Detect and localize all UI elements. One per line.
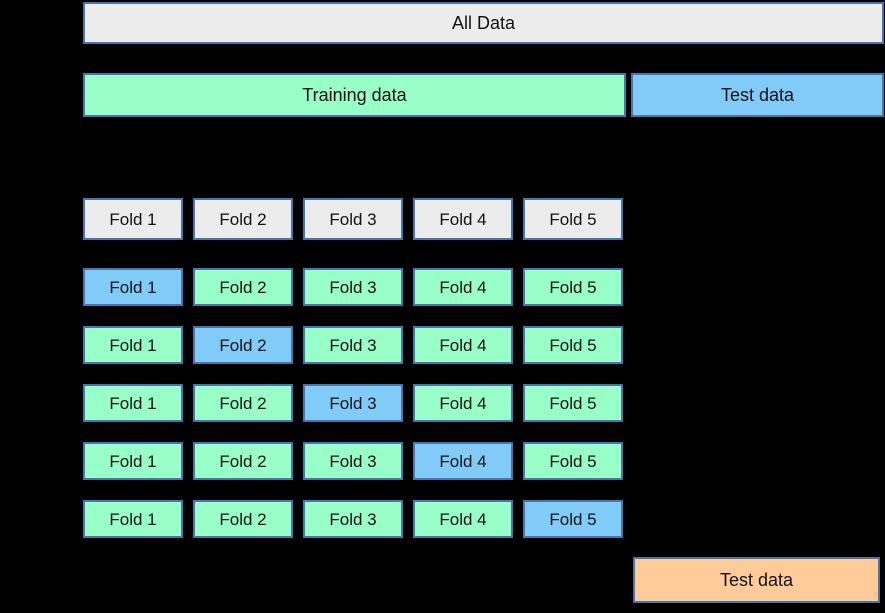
- fold-box: Fold 3: [303, 198, 403, 240]
- fold-label: Fold 2: [219, 393, 267, 413]
- fold-label: Fold 5: [549, 209, 597, 229]
- fold-label: Fold 3: [329, 277, 377, 297]
- test-data-box-top: Test data: [631, 73, 884, 117]
- fold-label: Fold 4: [439, 451, 487, 471]
- fold-label: Fold 2: [219, 509, 267, 529]
- fold-label: Fold 2: [219, 335, 267, 355]
- training-data-box: Training data: [83, 73, 626, 117]
- training-data-label: Training data: [302, 85, 407, 105]
- fold-label: Fold 1: [109, 393, 157, 413]
- fold-label: Fold 1: [109, 277, 157, 297]
- fold-box: Fold 1: [83, 268, 183, 306]
- fold-box: Fold 1: [83, 384, 183, 422]
- fold-box: Fold 3: [303, 268, 403, 306]
- fold-box: Fold 1: [83, 442, 183, 480]
- fold-label: Fold 2: [219, 277, 267, 297]
- fold-label: Fold 5: [549, 277, 597, 297]
- fold-box: Fold 4: [413, 326, 513, 364]
- fold-box: Fold 2: [193, 384, 293, 422]
- fold-label: Fold 5: [549, 451, 597, 471]
- fold-box: Fold 2: [193, 268, 293, 306]
- final-test-data-label: Test data: [719, 570, 794, 590]
- fold-box: Fold 1: [83, 198, 183, 240]
- fold-box: Fold 5: [523, 384, 623, 422]
- fold-label: Fold 1: [109, 451, 157, 471]
- fold-label: Fold 4: [439, 393, 487, 413]
- fold-label: Fold 5: [549, 393, 597, 413]
- fold-label: Fold 1: [109, 335, 157, 355]
- fold-box: Fold 2: [193, 198, 293, 240]
- fold-box: Fold 5: [523, 198, 623, 240]
- fold-box: Fold 1: [83, 500, 183, 538]
- fold-box: Fold 4: [413, 500, 513, 538]
- fold-label: Fold 4: [439, 209, 487, 229]
- fold-box: Fold 5: [523, 268, 623, 306]
- fold-box: Fold 2: [193, 500, 293, 538]
- fold-label: Fold 4: [439, 509, 487, 529]
- fold-box: Fold 5: [523, 442, 623, 480]
- fold-label: Fold 4: [439, 335, 487, 355]
- fold-box: Fold 4: [413, 268, 513, 306]
- test-data-top-label: Test data: [720, 85, 795, 105]
- fold-label: Fold 3: [329, 393, 377, 413]
- fold-label: Fold 2: [219, 451, 267, 471]
- fold-label: Fold 5: [549, 509, 597, 529]
- fold-box: Fold 5: [523, 326, 623, 364]
- final-test-data-box: Test data: [633, 557, 880, 603]
- fold-box: Fold 3: [303, 384, 403, 422]
- fold-box: Fold 4: [413, 384, 513, 422]
- fold-label: Fold 3: [329, 509, 377, 529]
- all-data-label: All Data: [451, 13, 516, 33]
- fold-box: Fold 3: [303, 500, 403, 538]
- fold-label: Fold 3: [329, 451, 377, 471]
- fold-label: Fold 1: [109, 509, 157, 529]
- fold-box: Fold 2: [193, 326, 293, 364]
- fold-box: Fold 2: [193, 442, 293, 480]
- fold-box: Fold 3: [303, 326, 403, 364]
- all-data-box: All Data: [83, 2, 884, 44]
- fold-label: Fold 2: [219, 209, 267, 229]
- fold-label: Fold 3: [329, 335, 377, 355]
- fold-box: Fold 5: [523, 500, 623, 538]
- fold-box: Fold 4: [413, 442, 513, 480]
- fold-label: Fold 5: [549, 335, 597, 355]
- fold-box: Fold 4: [413, 198, 513, 240]
- fold-label: Fold 1: [109, 209, 157, 229]
- fold-box: Fold 3: [303, 442, 403, 480]
- fold-label: Fold 3: [329, 209, 377, 229]
- fold-label: Fold 4: [439, 277, 487, 297]
- fold-box: Fold 1: [83, 326, 183, 364]
